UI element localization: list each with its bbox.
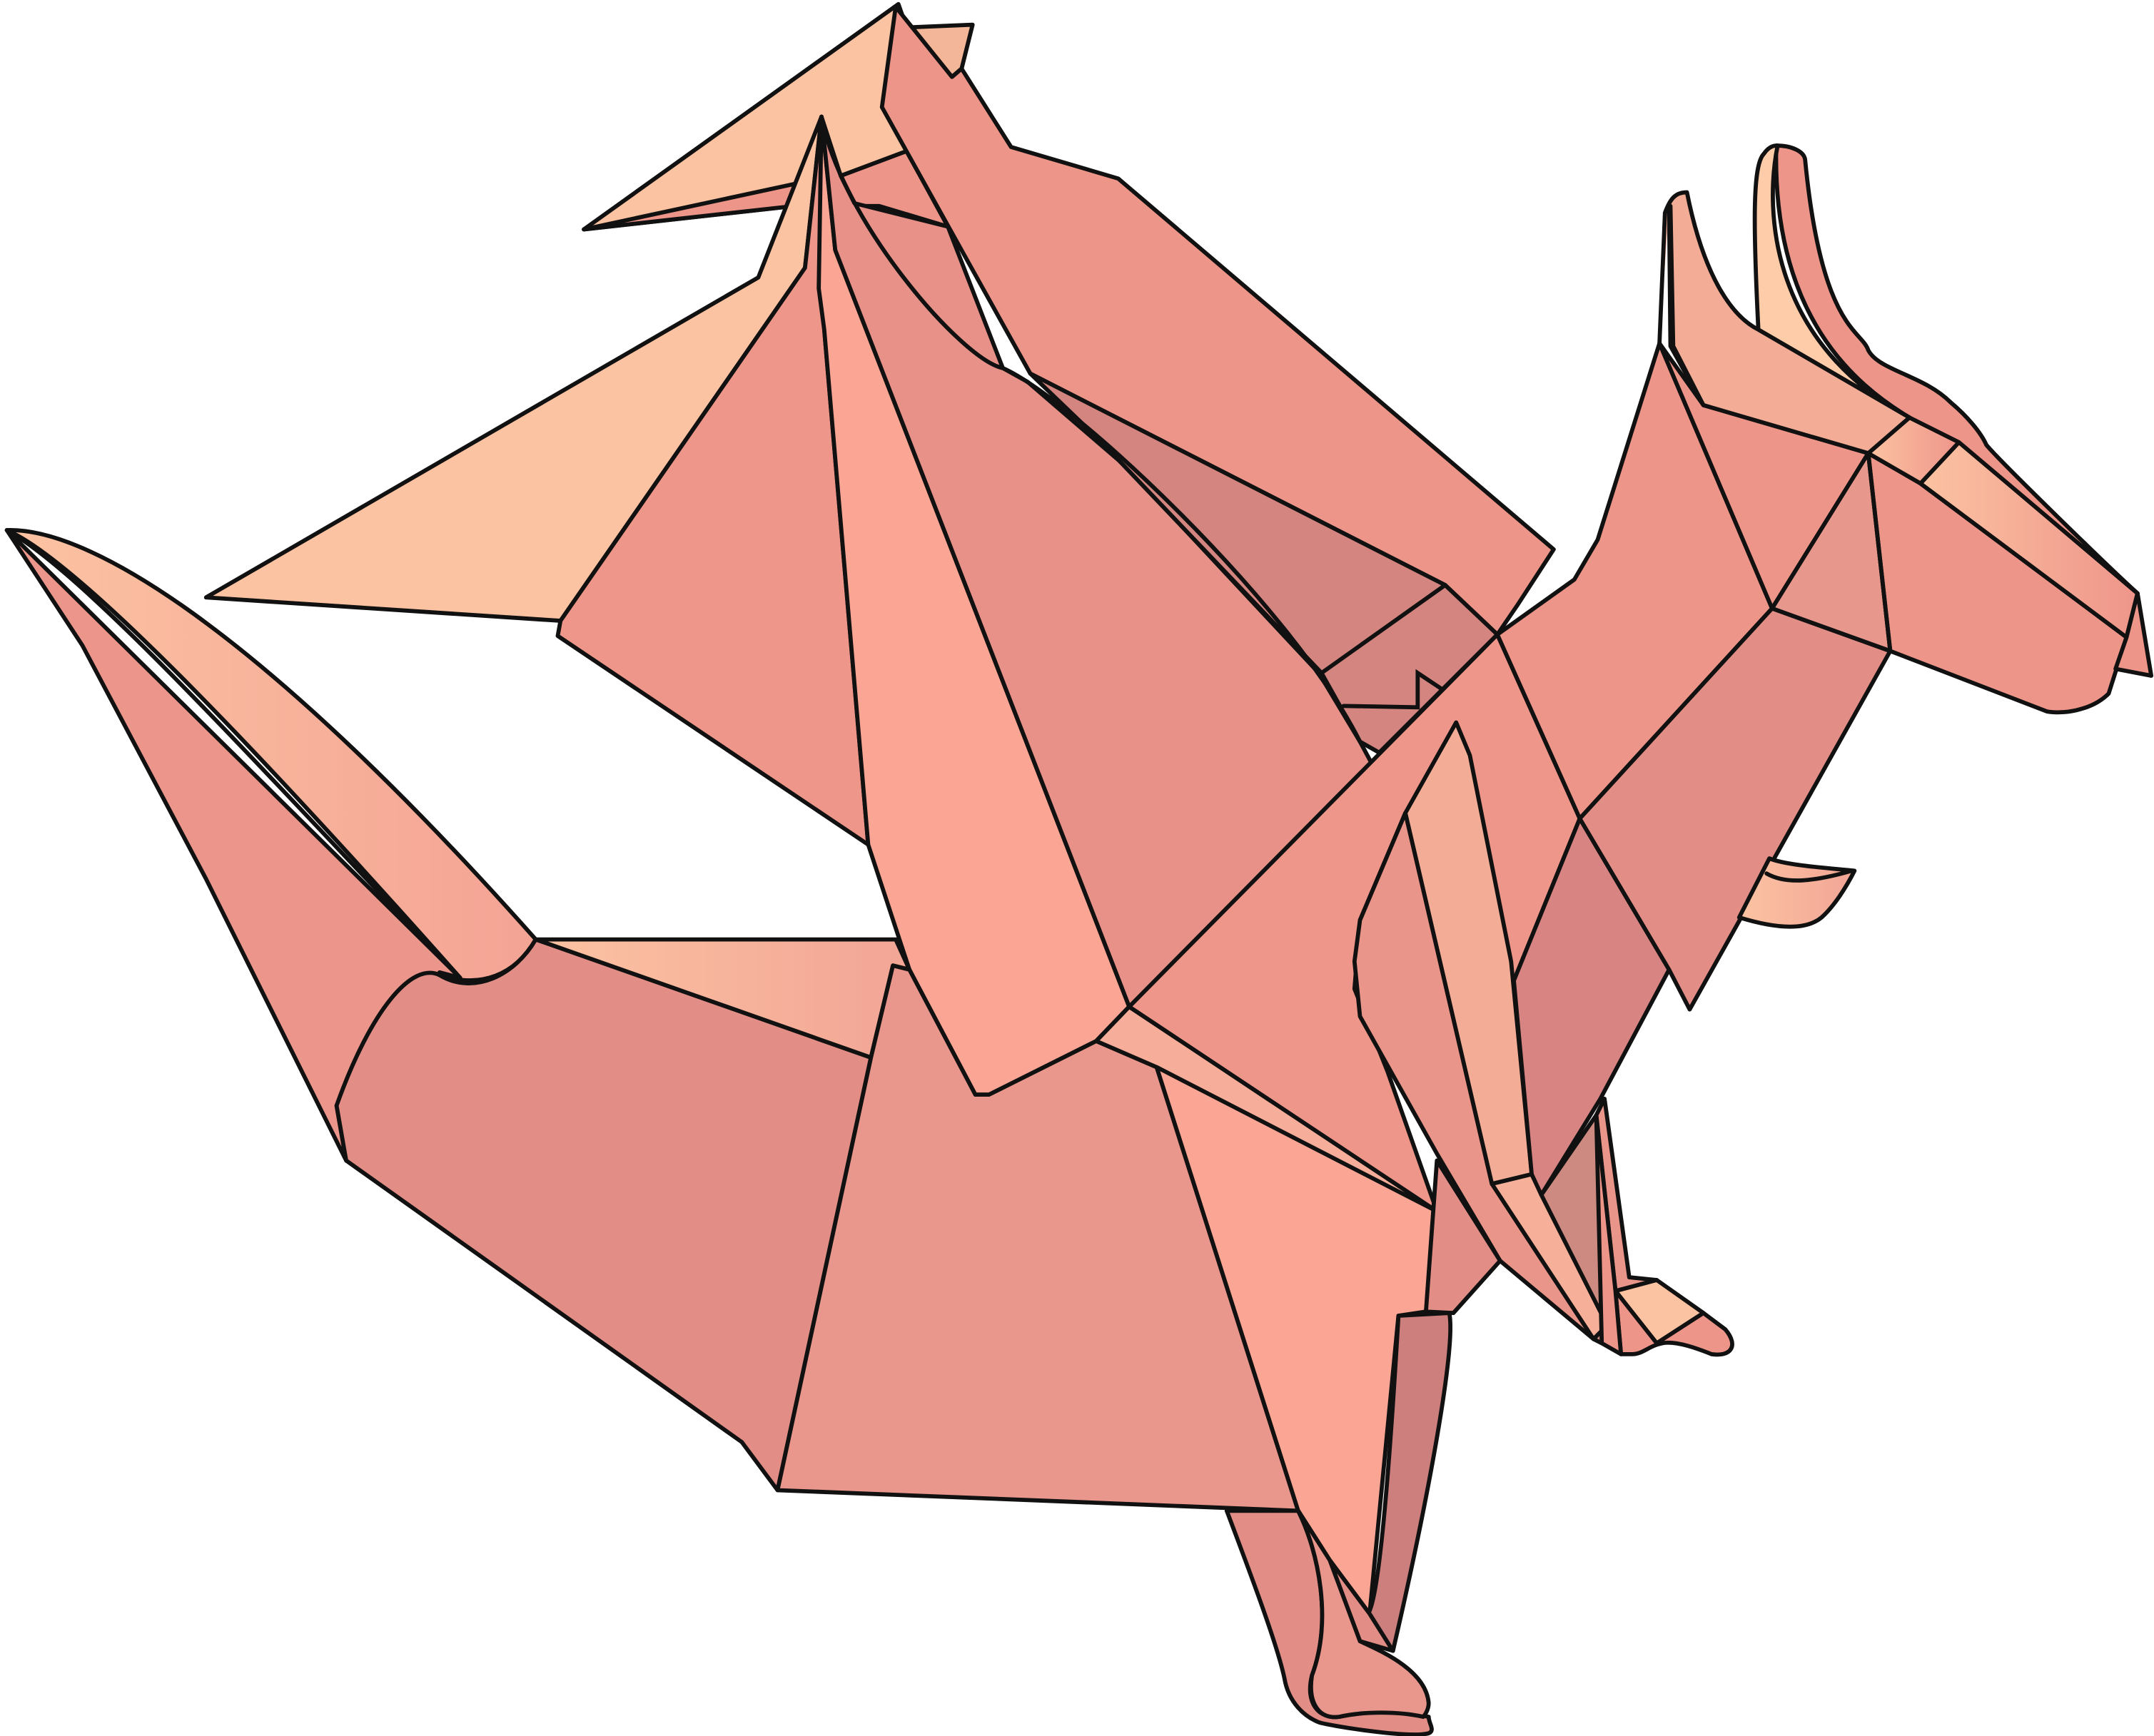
head-horn-right <box>1657 190 1912 456</box>
head-snout-lower <box>1866 451 2129 715</box>
rear-leg-far <box>1512 816 1734 1357</box>
tongue-crease <box>1764 868 1854 883</box>
rear-leg-far-lower <box>1594 1113 1624 1356</box>
neck-back-panel <box>879 4 1556 637</box>
front-leg <box>1352 720 1609 1341</box>
neck-jaw-panel <box>1577 606 1893 1012</box>
back-wing <box>203 1 975 623</box>
head-crest-line <box>1770 451 1893 654</box>
rear-leg-near <box>1224 1158 1502 1736</box>
wing-crease-b <box>1341 669 1445 710</box>
head-horn-crease <box>1668 203 1706 407</box>
rear-leg-near-toe <box>1295 1508 1431 1720</box>
tail-base-panel <box>334 937 874 1493</box>
front-wing <box>555 114 1500 1097</box>
rear-foot-far-heel <box>1613 1289 1734 1357</box>
wing-shadow-panel <box>1028 371 1500 755</box>
tail <box>4 528 874 1493</box>
rear-leg-near-thigh <box>1423 1158 1502 1316</box>
wing-leading-edge <box>819 114 1362 744</box>
tail-edge-line <box>4 528 462 980</box>
wing-crease-a <box>1319 583 1447 676</box>
head-ridge <box>1774 143 2140 596</box>
neck-head <box>1495 143 2154 1012</box>
head-nose-tip <box>2113 591 2154 678</box>
